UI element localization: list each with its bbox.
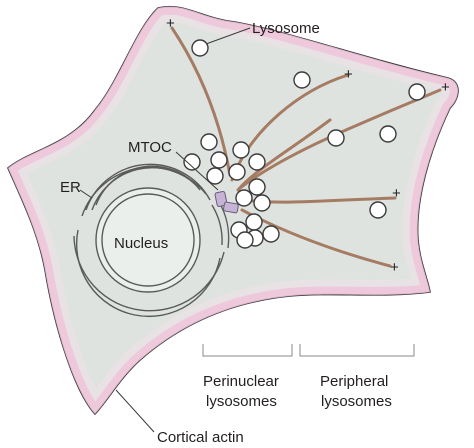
mtoc-label: MTOC [128, 139, 172, 156]
perinuclear-label-line2: lysosomes [206, 393, 277, 410]
peripheral-bracket [299, 344, 415, 357]
centriole [214, 190, 228, 208]
lysosome [379, 125, 397, 143]
lysosome [369, 201, 387, 219]
lysosome [200, 133, 218, 151]
lysosome [235, 189, 253, 207]
lysosome [245, 213, 263, 231]
plus-end-marker: + [390, 259, 399, 276]
lysosome [262, 225, 280, 243]
lysosome [191, 39, 209, 57]
plus-end-marker: + [441, 79, 450, 96]
mtoc [214, 190, 239, 214]
cortical-actin-label: Cortical actin [157, 429, 244, 446]
lysosome [210, 151, 228, 169]
lysosomes [183, 39, 426, 249]
microtubule [236, 118, 332, 192]
cortical-actin-leader-line [115, 389, 155, 433]
region-brackets [202, 344, 415, 357]
lysosome [253, 194, 271, 212]
mtoc-leader-line [175, 151, 219, 191]
lysosome [228, 163, 246, 181]
lysosome [408, 83, 426, 101]
peripheral-label-line2: lysosomes [321, 393, 392, 410]
lysosome [232, 141, 250, 159]
lysosome [236, 231, 254, 249]
nucleus-label: Nucleus [114, 235, 168, 252]
lysosome [327, 129, 345, 147]
peripheral-label-line1: Peripheral [320, 373, 388, 390]
microtubule [230, 73, 350, 182]
nucleus [95, 187, 201, 293]
lysosome [248, 178, 266, 196]
lysosome [293, 71, 311, 89]
lysosome [248, 153, 266, 171]
perinuclear-bracket [202, 344, 293, 357]
centriole [223, 201, 239, 214]
lysosome [206, 167, 224, 185]
nucleus-er-group [73, 163, 230, 317]
plus-end-marker: + [344, 66, 353, 83]
plus-end-markers: + + + + + [166, 15, 450, 276]
perinuclear-label-line1: Perinuclear [203, 373, 279, 390]
er-label: ER [60, 179, 81, 196]
lysosome-leader-line [205, 27, 251, 45]
lysosome [183, 153, 201, 171]
lysosome-label: Lysosome [252, 20, 320, 37]
plus-end-marker: + [166, 15, 175, 32]
leader-lines [79, 27, 251, 433]
er-leader-line [79, 189, 93, 199]
plus-end-marker: + [392, 185, 401, 202]
